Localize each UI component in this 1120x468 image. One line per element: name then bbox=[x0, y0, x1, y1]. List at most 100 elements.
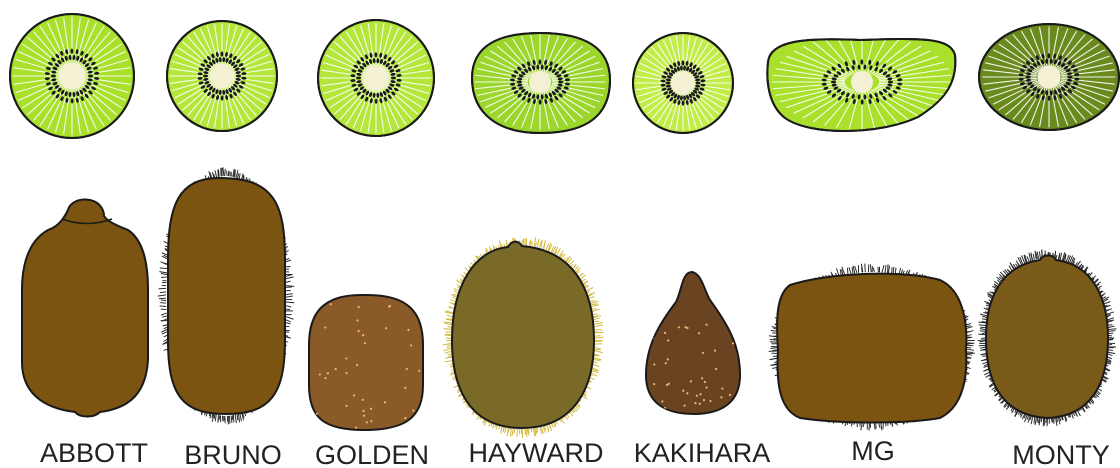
skin-speckle bbox=[665, 362, 667, 364]
hair-strand bbox=[967, 349, 974, 350]
hair-strand bbox=[286, 302, 294, 303]
hair-strand bbox=[882, 265, 884, 272]
hair-strand bbox=[447, 353, 452, 355]
variety-label-hayward: HAYWARD bbox=[469, 438, 604, 468]
skin-speckle bbox=[683, 405, 685, 407]
skin-speckle bbox=[653, 383, 655, 385]
hair-strand bbox=[218, 170, 219, 177]
kiwi-slice-golden bbox=[318, 20, 434, 136]
hair-strand bbox=[237, 414, 238, 420]
kiwi-fruit-icon bbox=[168, 178, 285, 414]
hair-strand bbox=[1108, 331, 1116, 332]
kiwi-core bbox=[363, 65, 389, 91]
seed bbox=[375, 99, 378, 104]
kiwi-core bbox=[851, 71, 873, 93]
hair-strand bbox=[544, 243, 545, 249]
hair-strand bbox=[594, 321, 599, 322]
skin-speckle bbox=[356, 319, 358, 321]
seed bbox=[538, 59, 541, 64]
seed bbox=[220, 51, 223, 56]
kiwi-fruit-mg bbox=[769, 264, 975, 431]
hair-strand bbox=[1108, 329, 1117, 330]
hair-strand bbox=[161, 313, 166, 315]
variety-label-bruno: BRUNO bbox=[184, 440, 282, 468]
hair-strand bbox=[770, 342, 777, 343]
hair-strand bbox=[594, 322, 602, 324]
skin-speckle bbox=[404, 417, 406, 419]
hair-strand bbox=[594, 350, 602, 352]
seed bbox=[888, 81, 893, 84]
hair-strand bbox=[443, 322, 452, 323]
hair-strand bbox=[286, 294, 293, 295]
seed bbox=[1047, 53, 1050, 58]
kiwi-slice-abbott bbox=[10, 14, 134, 138]
hair-strand bbox=[231, 416, 232, 423]
skin-speckle bbox=[705, 387, 707, 389]
skin-speckle bbox=[715, 368, 717, 370]
hair-strand bbox=[443, 349, 451, 351]
hair-strand bbox=[536, 428, 537, 434]
variety-label-monty: MONTY bbox=[1012, 440, 1110, 468]
hair-strand bbox=[447, 326, 451, 327]
hair-strand bbox=[595, 337, 604, 338]
skin-speckle bbox=[682, 390, 684, 392]
hair-strand bbox=[235, 415, 236, 423]
hair-strand bbox=[1035, 417, 1036, 425]
skin-speckle bbox=[324, 377, 326, 379]
hair-strand bbox=[531, 428, 532, 432]
hair-strand bbox=[521, 429, 522, 434]
skin-speckle bbox=[704, 381, 706, 383]
seed bbox=[88, 75, 93, 78]
seed bbox=[695, 82, 700, 85]
hair-strand bbox=[1033, 254, 1034, 260]
hair-strand bbox=[445, 361, 454, 362]
hair-strand bbox=[227, 171, 228, 176]
skin-speckle bbox=[362, 410, 364, 412]
hair-strand bbox=[215, 170, 217, 177]
skin-speckle bbox=[678, 326, 680, 328]
kiwi-core bbox=[672, 72, 694, 94]
skin-speckle bbox=[330, 297, 332, 299]
hair-strand bbox=[225, 169, 226, 176]
seed bbox=[221, 95, 224, 100]
kiwi-core bbox=[58, 62, 85, 89]
hair-strand bbox=[214, 414, 215, 419]
hair-strand bbox=[445, 351, 452, 353]
hair-strand bbox=[1060, 253, 1061, 260]
hair-strand bbox=[525, 429, 526, 435]
skin-speckle bbox=[720, 396, 722, 398]
variety-label-mg: MG bbox=[851, 436, 895, 466]
hair-strand bbox=[238, 413, 239, 422]
hair-strand bbox=[588, 296, 594, 298]
skin-speckle bbox=[370, 420, 372, 422]
skin-speckle bbox=[709, 400, 711, 402]
hair-strand bbox=[967, 354, 972, 355]
hair-strand bbox=[1034, 416, 1035, 423]
skin-speckle bbox=[370, 408, 372, 410]
skin-speckle bbox=[384, 401, 386, 403]
hair-strand bbox=[286, 306, 291, 307]
hair-strand bbox=[507, 427, 508, 436]
hair-strand bbox=[967, 352, 973, 353]
hair-strand bbox=[865, 264, 866, 273]
hair-strand bbox=[979, 345, 987, 346]
seed bbox=[1067, 76, 1072, 79]
skin-speckle bbox=[345, 372, 347, 374]
variety-label-golden: GOLDEN bbox=[315, 440, 429, 468]
hair-strand bbox=[159, 272, 167, 273]
seed bbox=[391, 77, 396, 80]
skin-speckle bbox=[407, 329, 409, 331]
skin-speckle bbox=[668, 383, 670, 385]
skin-speckle bbox=[385, 327, 387, 329]
skin-speckle bbox=[664, 332, 666, 334]
hair-strand bbox=[446, 338, 451, 339]
hair-strand bbox=[538, 239, 539, 247]
hair-strand bbox=[218, 415, 219, 423]
hair-strand bbox=[514, 428, 515, 433]
hair-strand bbox=[446, 320, 452, 321]
kiwi-fruit-bruno bbox=[158, 167, 295, 424]
skin-speckle bbox=[705, 324, 707, 326]
hair-strand bbox=[870, 264, 871, 272]
hair-strand bbox=[447, 344, 451, 345]
